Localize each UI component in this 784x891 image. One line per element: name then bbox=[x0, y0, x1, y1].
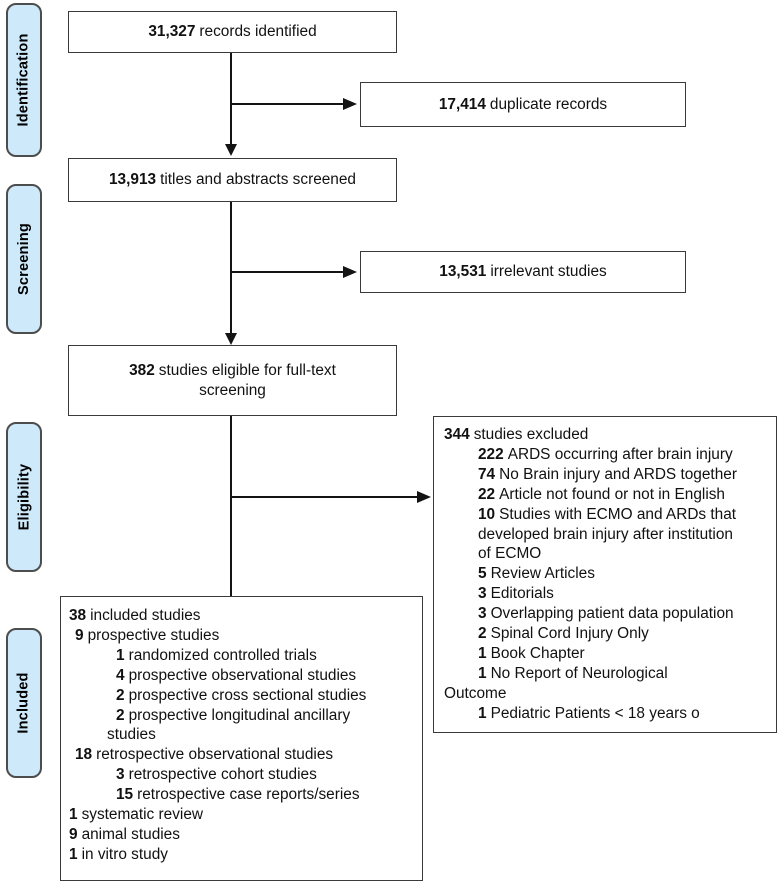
list-line: Outcome bbox=[444, 684, 507, 702]
stage-label-included: Included bbox=[6, 628, 42, 778]
irrelevant-studies-label: irrelevant studies bbox=[490, 263, 607, 280]
arrowhead-right-duplicates bbox=[343, 98, 357, 110]
records-identified-count: 31,327 bbox=[148, 23, 196, 40]
stage-label-screening: Screening bbox=[6, 184, 42, 334]
arrowhead-down-fulltext bbox=[225, 333, 237, 345]
titles-screened-count: 13,913 bbox=[109, 171, 157, 188]
duplicate-records-label: duplicate records bbox=[489, 95, 608, 113]
stage-label-identification: Identification bbox=[6, 3, 42, 157]
duplicate-records-count: 17,414 bbox=[438, 95, 486, 113]
fulltext-eligible-count: 382 bbox=[129, 361, 155, 379]
arrowhead-right-excluded bbox=[417, 491, 431, 503]
list-line: studies bbox=[107, 726, 156, 744]
connector-identified-to-screened bbox=[230, 53, 232, 144]
irrelevant-studies-count: 13,531 bbox=[439, 263, 487, 280]
stage-label-identification-text: Identification bbox=[16, 33, 32, 127]
titles-screened-label: titles and abstracts screened bbox=[160, 171, 356, 188]
fulltext-eligible-label: studies eligible for full-text bbox=[158, 361, 336, 379]
records-identified-label: records identified bbox=[199, 23, 317, 40]
stage-label-eligibility: Eligibility bbox=[6, 422, 42, 572]
connector-to-irrelevant bbox=[231, 271, 343, 273]
connector-to-duplicates bbox=[231, 103, 343, 105]
stage-label-included-text: Included bbox=[16, 672, 32, 734]
stage-label-screening-text: Screening bbox=[16, 223, 33, 295]
fulltext-eligible-text-line2: screening bbox=[199, 381, 266, 399]
arrowhead-right-irrelevant bbox=[343, 266, 357, 278]
arrowhead-down-screened bbox=[225, 144, 237, 156]
list-line: of ECMO bbox=[478, 545, 542, 563]
connector-fulltext-to-included bbox=[230, 416, 232, 596]
list-line: developed brain injury after institution bbox=[478, 525, 733, 543]
stage-label-eligibility-text: Eligibility bbox=[16, 463, 32, 531]
connector-to-excluded bbox=[231, 496, 417, 498]
connector-screened-to-fulltext bbox=[230, 202, 232, 334]
